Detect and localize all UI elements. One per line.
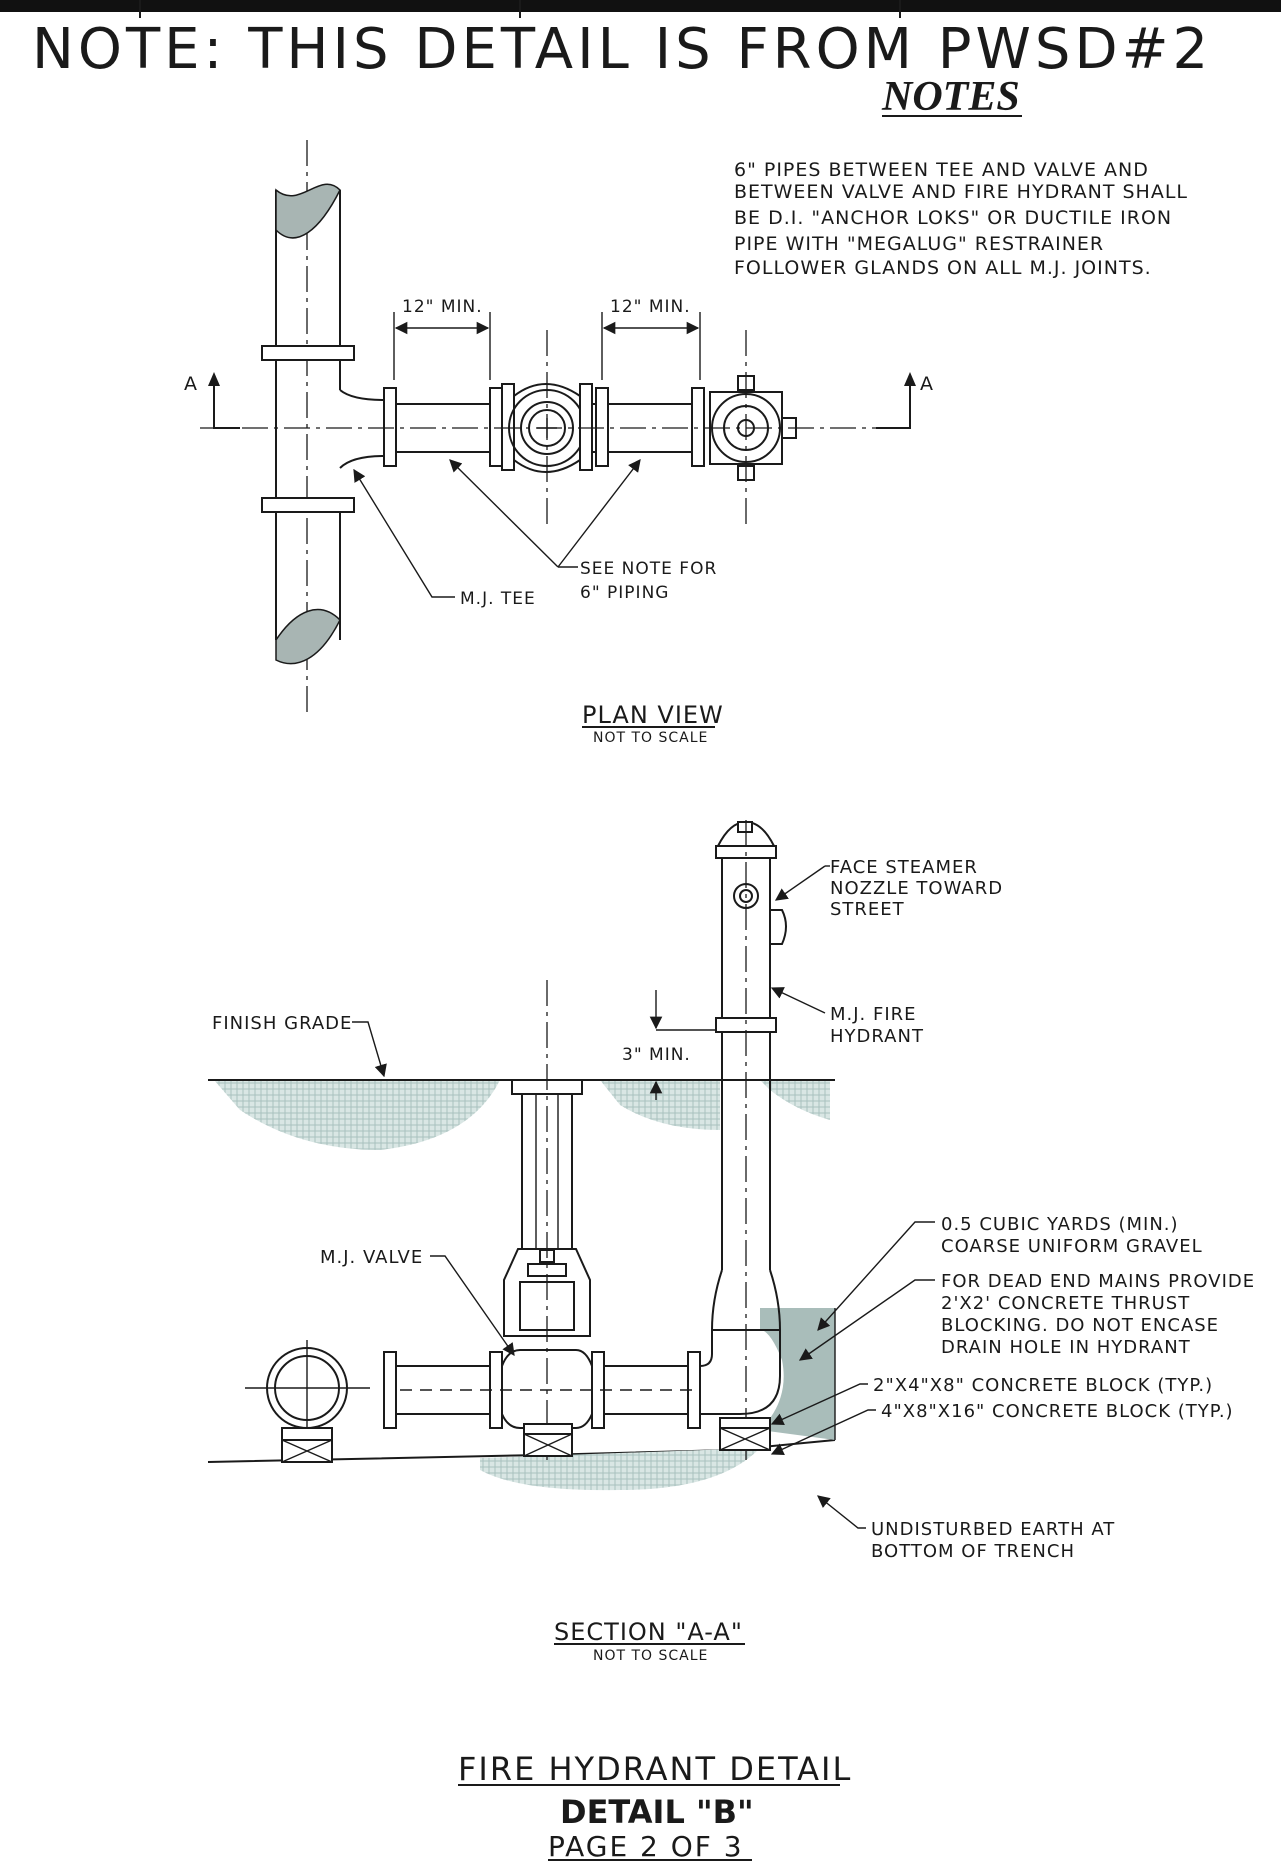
finish-grade-label: FINISH GRADE bbox=[212, 1013, 352, 1034]
earth-label: UNDISTURBED EARTH AT bbox=[871, 1519, 1115, 1540]
detail-id: DETAIL "B" bbox=[560, 1793, 754, 1831]
dim-right: 12" MIN. bbox=[610, 297, 691, 317]
section-mark-right: A bbox=[920, 373, 934, 395]
section-scale: NOT TO SCALE bbox=[593, 1648, 708, 1664]
earth-label: BOTTOM OF TRENCH bbox=[871, 1541, 1075, 1562]
face-steamer-label: STREET bbox=[830, 899, 905, 920]
dim-left: 12" MIN. bbox=[402, 297, 483, 317]
gravel-label: 0.5 CUBIC YARDS (MIN.) bbox=[941, 1214, 1179, 1235]
general-note: 6" PIPES BETWEEN TEE AND VALVE AND BETWE… bbox=[734, 159, 1188, 279]
section-title: SECTION "A-A" bbox=[554, 1618, 743, 1646]
notes-heading: NOTES bbox=[881, 74, 1020, 120]
note-line: 6" PIPES BETWEEN TEE AND VALVE AND bbox=[734, 159, 1149, 181]
min-cover-label: 3" MIN. bbox=[622, 1045, 691, 1065]
mj-fire-hydrant-label: M.J. FIRE bbox=[830, 1004, 917, 1025]
section-view: 3" MIN. FACE STEAMER NOZZLE TOWARD STREE… bbox=[207, 820, 1255, 1664]
top-border bbox=[0, 0, 1281, 12]
drawing-title: FIRE HYDRANT DETAIL bbox=[458, 1750, 852, 1788]
note-line: BE D.I. "ANCHOR LOKS" OR DUCTILE IRON bbox=[734, 207, 1172, 229]
gravel-label: COARSE UNIFORM GRAVEL bbox=[941, 1236, 1203, 1257]
block-large-label: 4"X8"X16" CONCRETE BLOCK (TYP.) bbox=[881, 1401, 1234, 1422]
mj-fire-hydrant-label: HYDRANT bbox=[830, 1026, 924, 1047]
plan-view-scale: NOT TO SCALE bbox=[593, 730, 708, 746]
section-mark-left: A bbox=[184, 373, 198, 395]
title-block: FIRE HYDRANT DETAIL DETAIL "B" PAGE 2 OF… bbox=[458, 1750, 852, 1863]
thrust-label: 2'X2' CONCRETE THRUST bbox=[941, 1293, 1190, 1314]
mj-valve-label: M.J. VALVE bbox=[320, 1247, 423, 1268]
concrete-block bbox=[523, 1423, 573, 1457]
plan-view-title: PLAN VIEW bbox=[582, 701, 724, 729]
see-note-2: 6" PIPING bbox=[580, 583, 669, 603]
concrete-block bbox=[281, 1427, 333, 1463]
plan-view: A A 12" MIN. 12" MIN. SEE NOTE FOR 6" PI… bbox=[184, 140, 934, 746]
note-line: FOLLOWER GLANDS ON ALL M.J. JOINTS. bbox=[734, 257, 1152, 279]
note-line: BETWEEN VALVE AND FIRE HYDRANT SHALL bbox=[734, 181, 1188, 203]
thrust-label: FOR DEAD END MAINS PROVIDE bbox=[941, 1271, 1255, 1292]
note-line: PIPE WITH "MEGALUG" RESTRAINER bbox=[734, 233, 1104, 255]
thrust-block bbox=[760, 1308, 835, 1440]
thrust-label: DRAIN HOLE IN HYDRANT bbox=[941, 1337, 1191, 1358]
face-steamer-label: FACE STEAMER bbox=[830, 857, 978, 878]
mj-tee-label: M.J. TEE bbox=[460, 589, 536, 609]
header-note: NOTE: THIS DETAIL IS FROM PWSD#2 bbox=[32, 17, 1212, 82]
concrete-block bbox=[719, 1417, 771, 1451]
page-number: PAGE 2 OF 3 bbox=[548, 1830, 744, 1863]
face-steamer-label: NOZZLE TOWARD bbox=[830, 878, 1003, 899]
pipe-break-top bbox=[275, 183, 341, 239]
pipe-break-bottom bbox=[275, 609, 341, 665]
see-note-1: SEE NOTE FOR bbox=[580, 559, 717, 579]
block-small-label: 2"X4"X8" CONCRETE BLOCK (TYP.) bbox=[873, 1375, 1213, 1396]
thrust-label: BLOCKING. DO NOT ENCASE bbox=[941, 1315, 1219, 1336]
